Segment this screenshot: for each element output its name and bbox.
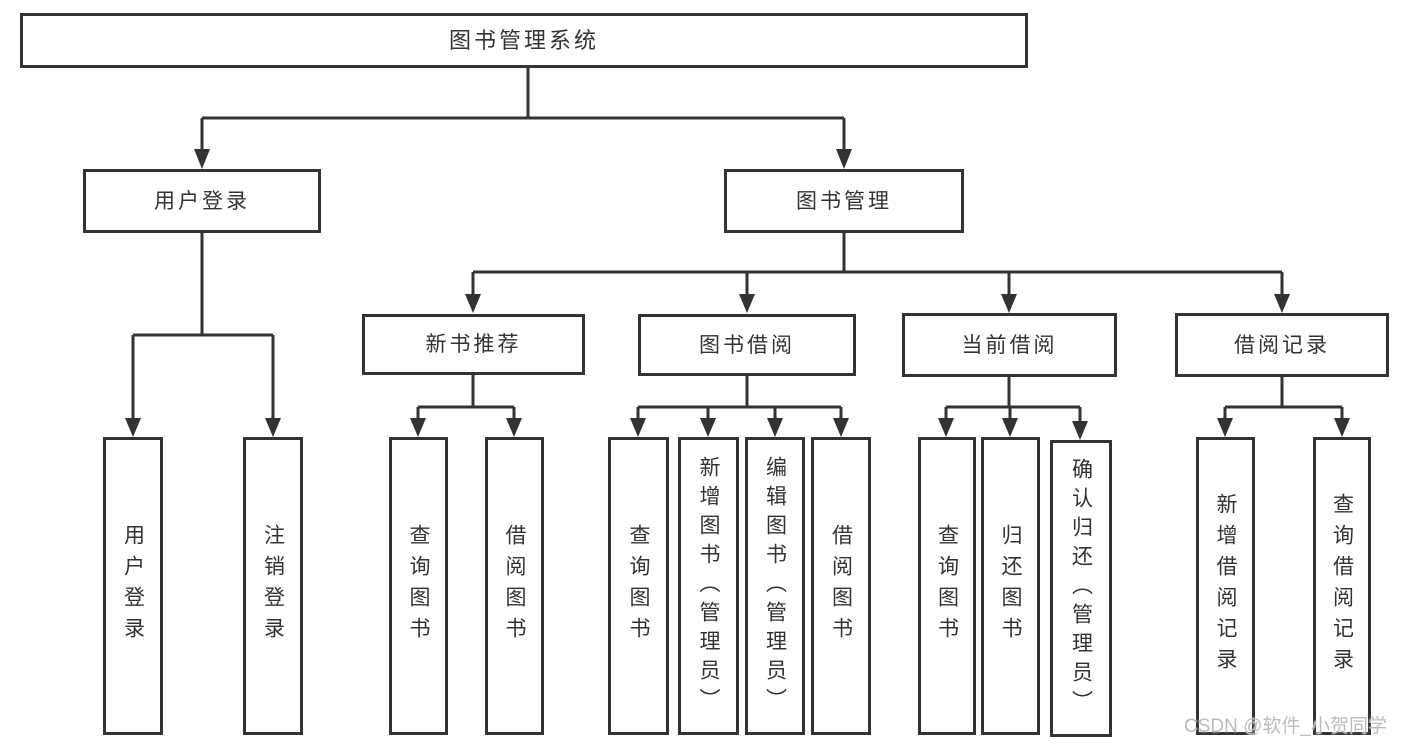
leaf-borrow-books: 借阅图书 [811,437,871,735]
node-current-borrowing: 当前借阅 [902,313,1117,377]
node-label: 用户登录 [121,524,145,648]
node-label: 借阅图书 [829,524,853,648]
node-borrowing-records: 借阅记录 [1175,313,1389,377]
node-label: 查询图书 [627,524,650,648]
node-book-management-system: 图书管理系统 [20,13,1028,68]
node-label: 归还图书 [999,524,1022,648]
leaf-user-login: 用户登录 [103,437,163,735]
leaf-logout: 注销登录 [243,437,303,735]
leaf-query-books-current: 查询图书 [918,437,976,735]
node-label: 新书推荐 [425,333,522,356]
node-label: 查询借阅记录 [1330,493,1354,679]
node-label: 查询图书 [407,524,430,648]
node-book-management: 图书管理 [724,169,964,233]
node-label: 确认归还（管理员） [1069,458,1093,719]
node-user-login: 用户登录 [83,169,321,233]
leaf-borrow-books-recommend: 借阅图书 [485,437,544,735]
node-label: 图书借阅 [699,333,795,357]
node-label: 新增图书（管理员） [697,455,720,717]
leaf-confirm-return-admin: 确认归还（管理员） [1050,440,1112,737]
leaf-add-books-admin: 新增图书（管理员） [678,437,739,735]
node-label: 查询图书 [935,524,959,648]
node-label: 用户登录 [154,189,250,213]
node-new-book-recommendation: 新书推荐 [362,314,585,375]
node-label: 借阅记录 [1234,333,1330,357]
node-label: 图书管理 [796,189,892,213]
node-label: 编辑图书（管理员） [763,455,787,717]
leaf-query-borrow-record: 查询借阅记录 [1313,437,1371,735]
leaf-query-books-recommend: 查询图书 [389,437,448,735]
node-book-borrowing: 图书借阅 [638,314,856,376]
leaf-edit-books-admin: 编辑图书（管理员） [745,437,805,735]
node-label: 图书管理系统 [448,27,599,53]
node-label: 新增借阅记录 [1214,493,1237,679]
leaf-add-borrow-record: 新增借阅记录 [1196,437,1255,735]
node-label: 借阅图书 [503,524,526,648]
leaf-query-books-borrow: 查询图书 [608,437,669,735]
node-label: 注销登录 [261,524,285,648]
csdn-watermark: CSDN @软件_小贺同学 [1184,716,1387,737]
node-label: 当前借阅 [961,333,1058,357]
leaf-return-books: 归还图书 [981,437,1040,735]
